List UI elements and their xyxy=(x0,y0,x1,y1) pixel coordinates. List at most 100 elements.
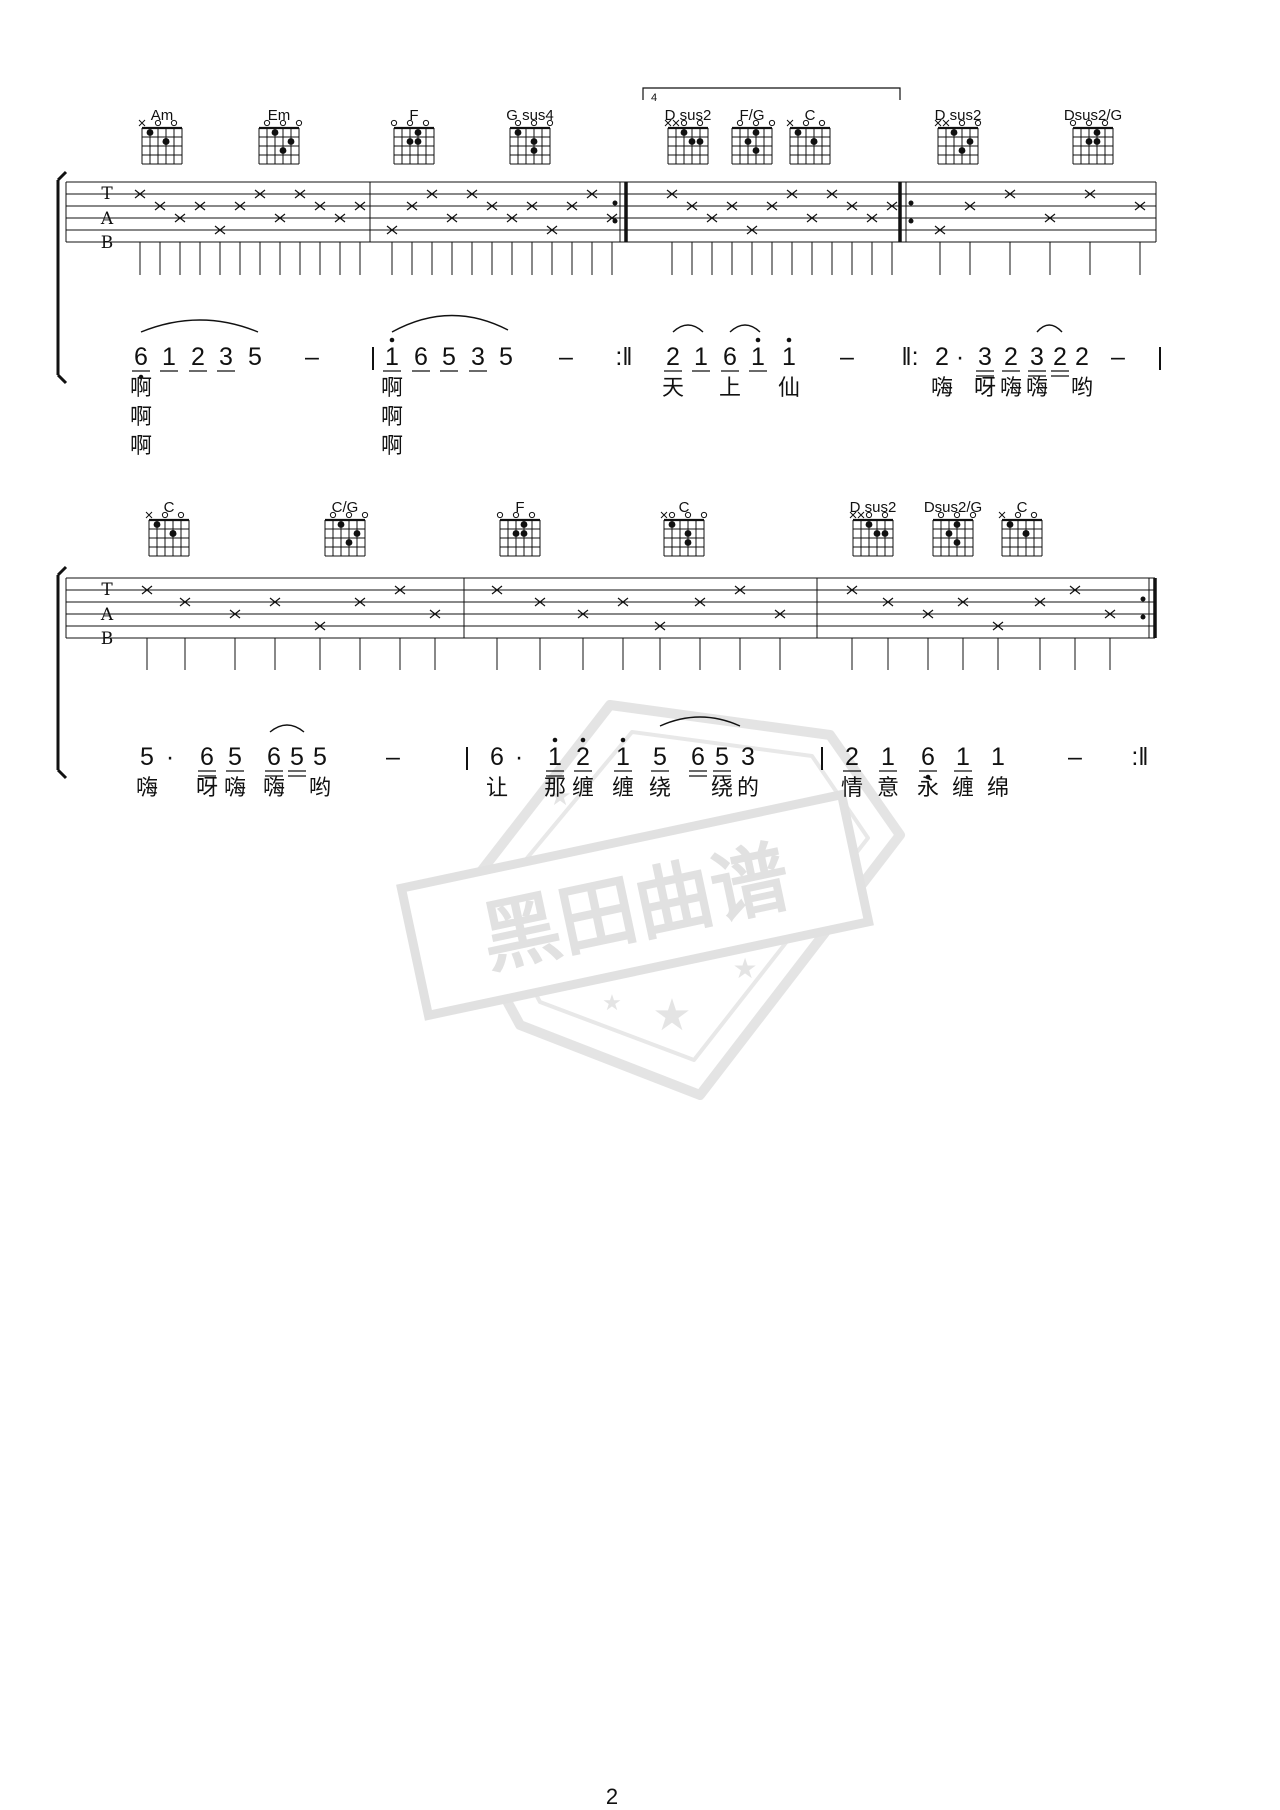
jianpu-symbol: 2 xyxy=(666,343,680,371)
jianpu-note: 3 xyxy=(469,343,487,372)
lyric: 嗨 xyxy=(1000,376,1022,401)
star-icon: ★ xyxy=(732,953,757,984)
lyric: 绕 xyxy=(711,776,733,801)
jianpu-symbol: 2 xyxy=(1004,343,1018,371)
lyric: 嗨 xyxy=(931,376,953,401)
jianpu-note: – xyxy=(840,343,854,371)
jianpu-symbol: 5 xyxy=(499,343,513,371)
chord-name: D sus2 xyxy=(665,107,712,124)
jianpu-note: 5 xyxy=(499,343,513,371)
tab-note xyxy=(134,189,146,275)
ending-bracket: 4 xyxy=(642,87,901,104)
tab-note xyxy=(882,597,894,670)
tab-note xyxy=(992,621,1004,670)
tab-note xyxy=(426,189,438,275)
tab-note xyxy=(214,225,226,275)
chord-diagram: D sus2 xyxy=(934,107,982,165)
jianpu-symbol: 5 xyxy=(228,743,242,771)
jianpu-symbol: 3 xyxy=(978,343,992,371)
jianpu-symbol: 6 xyxy=(490,743,504,771)
tab-note xyxy=(694,597,706,670)
jianpu-symbol: 2 xyxy=(935,343,949,371)
jianpu-symbol: :‖ xyxy=(1131,743,1148,771)
tab-staff: T A B xyxy=(56,565,1157,780)
chord-name: C xyxy=(805,107,816,124)
lyric: 啊 xyxy=(381,376,403,401)
jianpu-note: 6 xyxy=(265,743,283,777)
chord-name: C xyxy=(164,499,175,516)
tab-note xyxy=(174,213,186,275)
tab-note xyxy=(1084,189,1096,275)
lyric: 仙 xyxy=(778,376,800,401)
star-icon: ★ xyxy=(548,781,571,811)
jianpu-symbol: 1 xyxy=(616,743,630,771)
tab-note xyxy=(586,189,598,275)
jianpu-note: 3 xyxy=(1028,343,1046,377)
lyric: 呀 xyxy=(974,376,996,401)
tab-note xyxy=(506,213,518,275)
tab-note xyxy=(486,201,498,275)
lyric: 嗨 xyxy=(263,776,285,801)
lyric: 那 xyxy=(544,776,566,801)
jianpu-note: 6 xyxy=(132,343,150,380)
chord-diagram: Am xyxy=(138,107,183,165)
tab-letter-t: T xyxy=(101,580,113,600)
jianpu-symbol: | xyxy=(464,743,471,771)
lyric: 哟 xyxy=(1071,376,1093,401)
jianpu-symbol: | xyxy=(819,743,826,771)
jianpu-symbol: 1 xyxy=(162,343,176,371)
jianpu-note: 2 xyxy=(1051,343,1069,377)
jianpu-note: 2 xyxy=(1075,343,1089,371)
chord-name: F xyxy=(409,107,418,124)
lyric: 啊 xyxy=(381,405,403,430)
chord-diagram: Dsus2/G xyxy=(1064,107,1122,165)
lyric: 缠 xyxy=(612,776,634,801)
chord-diagram: C xyxy=(786,107,831,165)
jianpu-symbol: 1 xyxy=(548,743,562,771)
chord-diagram: C/G xyxy=(324,499,369,557)
jianpu-note: 3 xyxy=(741,743,755,771)
jianpu-symbol: 5 xyxy=(313,743,327,771)
chord-diagram: Em xyxy=(258,107,303,165)
tab-note xyxy=(934,225,946,275)
jianpu-note: · xyxy=(956,343,964,371)
jianpu-symbol: · xyxy=(515,743,523,771)
jianpu-note: – xyxy=(305,343,319,371)
jianpu-note: 6 xyxy=(721,343,739,372)
jianpu-symbol: 5 xyxy=(442,343,456,371)
lyric: 上 xyxy=(719,376,741,401)
jianpu-symbol: 5 xyxy=(248,343,262,371)
chord-name: D sus2 xyxy=(935,107,982,124)
jianpu-note: 1 xyxy=(160,343,178,372)
tab-note xyxy=(466,189,478,275)
jianpu-symbol: 1 xyxy=(881,743,895,771)
chord-diagram: C xyxy=(145,499,190,557)
jianpu-symbol: · xyxy=(166,743,174,771)
lyrics: 嗨呀嗨嗨哟让那缠缠绕绕的情意永缠绵 xyxy=(136,776,1009,801)
tab-note xyxy=(1004,189,1016,275)
jianpu-note: 5 xyxy=(140,743,154,771)
tab-notes xyxy=(134,189,1146,275)
jianpu-note: – xyxy=(386,743,400,771)
tab-note xyxy=(526,201,538,275)
jianpu-symbol: 2 xyxy=(191,343,205,371)
jianpu-note: – xyxy=(1068,743,1082,771)
lyric: 情 xyxy=(841,776,863,801)
jianpu-symbol: 6 xyxy=(200,743,214,771)
chord-diagram: F xyxy=(390,107,435,165)
tab-note xyxy=(577,609,589,670)
chord-name: Em xyxy=(268,107,291,124)
jianpu-note: 2 xyxy=(574,737,592,772)
jianpu-symbol: 1 xyxy=(991,743,1005,771)
tab-letter-b: B xyxy=(101,233,114,253)
chord-diagram: G sus4 xyxy=(506,107,554,165)
tab-note xyxy=(566,201,578,275)
tab-note xyxy=(429,609,441,670)
chord-name: C xyxy=(679,499,690,516)
jianpu-symbol: 3 xyxy=(741,743,755,771)
jianpu-symbol: – xyxy=(559,343,573,371)
tab-note xyxy=(1104,609,1116,670)
